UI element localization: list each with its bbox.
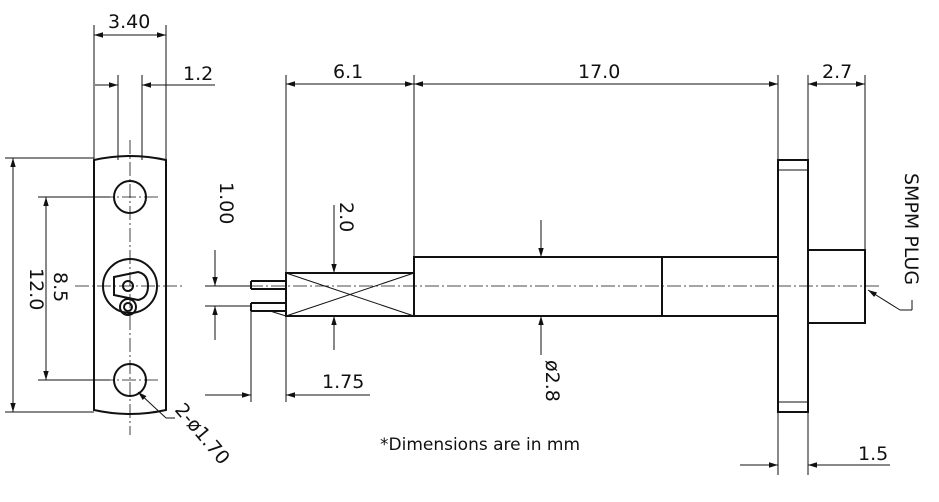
dim-pin-spacing: 1.00 xyxy=(215,182,237,224)
dim-flange-to-plug: 2.7 xyxy=(822,61,852,83)
dim-body-front-length: 6.1 xyxy=(333,61,363,83)
dim-overall-height: 12.0 xyxy=(25,268,47,310)
dim-top-width: 3.40 xyxy=(108,11,150,33)
side-view: 6.1 17.0 2.7 1.00 2.0 1.75 ø2.8 1.5 xyxy=(205,61,922,475)
dim-holes: 2-ø1.70 xyxy=(170,399,234,469)
dim-insulator-width: 2.0 xyxy=(335,202,357,232)
dim-body-diameter: ø2.8 xyxy=(541,360,563,402)
dim-pin-offset: 1.2 xyxy=(183,63,213,85)
signal-pin-lower-outer xyxy=(119,298,137,316)
units-note: *Dimensions are in mm xyxy=(380,435,580,455)
signal-pin-lower-inner xyxy=(123,302,133,312)
body-tube xyxy=(413,256,779,317)
dim-pin-length: 1.75 xyxy=(322,371,364,393)
front-view: 3.40 1.2 12.0 8.5 2-ø1.70 xyxy=(5,11,234,469)
dim-hole-pitch: 8.5 xyxy=(49,272,71,302)
dim-body-main-length: 17.0 xyxy=(578,61,620,83)
smpm-plug-body xyxy=(807,249,866,324)
dim-flange-thickness: 1.5 xyxy=(858,443,888,465)
plug-label: SMPM PLUG xyxy=(900,173,922,285)
